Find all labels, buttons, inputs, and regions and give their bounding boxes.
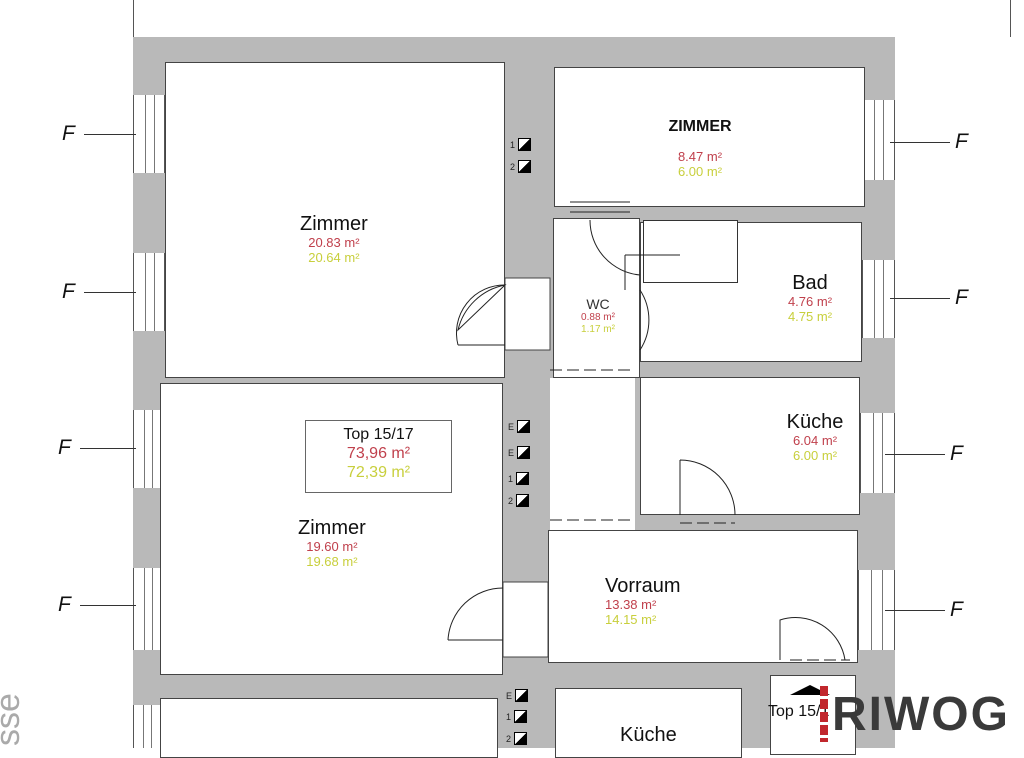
switch: E [508, 446, 531, 459]
window-label: F [950, 442, 963, 465]
room-kueche [640, 377, 860, 515]
switch: 1 [510, 138, 532, 151]
window-label: F [955, 130, 968, 153]
street-text: sse [0, 693, 27, 746]
unit-title: Top 15/17 [343, 426, 414, 443]
room-vorraum [548, 530, 858, 663]
window-leader [885, 454, 945, 455]
switch-icon [517, 446, 531, 459]
switch: 2 [506, 732, 528, 745]
window [862, 260, 895, 338]
switch: E [508, 420, 531, 433]
label-vorraum: Vorraum 13.38 m² 14.15 m² [605, 575, 681, 627]
room-zimmer-2 [160, 383, 503, 675]
window [133, 95, 165, 173]
switch-icon [514, 732, 528, 745]
label-wc: WC 0.88 m² 1.17 m² [581, 296, 615, 335]
window [133, 568, 163, 650]
label-zimmer-2: Zimmer 19.60 m² 19.68 m² [298, 517, 366, 569]
label-kueche: Küche 6.04 m² 6.00 m² [786, 411, 844, 463]
room-zimmer-3 [554, 67, 865, 207]
window-leader [84, 292, 136, 293]
unit-area-1: 73,96 m² [346, 445, 411, 463]
top-edge-right [1010, 0, 1011, 37]
switch-icon [515, 689, 529, 702]
label-zimmer-1: Zimmer 20.83 m² 20.64 m² [300, 213, 368, 265]
window-leader [84, 134, 136, 135]
logo-mark [820, 686, 828, 742]
top-edge [133, 0, 134, 37]
room-zimmer-1 [165, 62, 505, 378]
next-unit-label: Top 15/1 [768, 703, 830, 720]
window-leader [890, 298, 950, 299]
window-label: F [950, 598, 963, 621]
window-leader [80, 605, 136, 606]
switch-icon [518, 160, 532, 173]
room-kueche-2 [555, 688, 742, 758]
window-leader [890, 142, 950, 143]
riwog-logo: RIWOG [820, 686, 1010, 742]
label-kueche-2: Küche [620, 724, 677, 746]
switch-icon [517, 420, 531, 433]
switch-icon [516, 494, 530, 507]
unit-summary-box: Top 15/17 73,96 m² 72,39 m² [305, 420, 452, 493]
window-label: F [62, 122, 75, 145]
label-zimmer-3: ZIMMER 8.47 m² 6.00 m² [668, 118, 732, 180]
window [860, 413, 895, 493]
switch-icon [514, 710, 528, 723]
shower-box [643, 220, 738, 283]
window [133, 410, 163, 488]
switch: 1 [508, 472, 530, 485]
window-leader [80, 448, 136, 449]
unit-area-2: 72,39 m² [346, 464, 411, 482]
hall [550, 378, 635, 530]
switch: 2 [510, 160, 532, 173]
window-label: F [955, 286, 968, 309]
window [133, 253, 165, 331]
room-wc [553, 218, 640, 378]
window [133, 705, 161, 748]
switch-icon [518, 138, 532, 151]
switch-icon [516, 472, 530, 485]
window-leader [885, 610, 945, 611]
switch: E [506, 689, 529, 702]
window-label: F [58, 593, 71, 616]
switch: 2 [508, 494, 530, 507]
window-label: F [58, 436, 71, 459]
switch: 1 [506, 710, 528, 723]
label-bad: Bad 4.76 m² 4.75 m² [787, 272, 833, 324]
window-label: F [62, 280, 75, 303]
